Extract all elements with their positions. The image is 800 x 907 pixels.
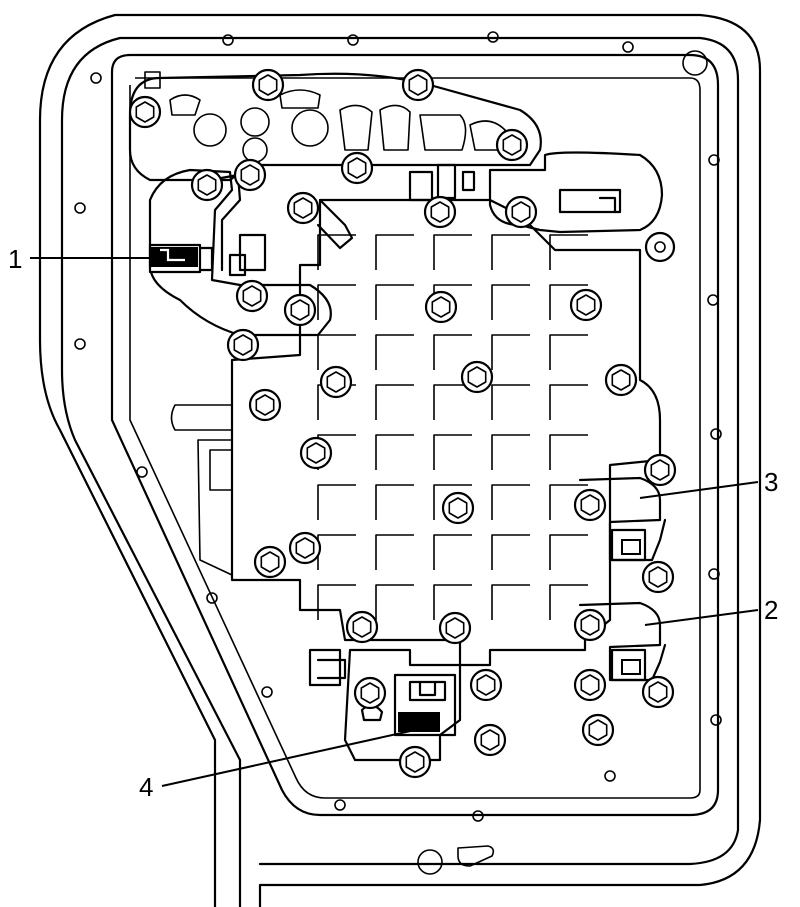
bolt <box>353 676 387 710</box>
valve-body-passages <box>317 234 588 620</box>
callout-4-label: 4 <box>139 772 154 802</box>
passage-segment <box>317 584 356 620</box>
passage-segment <box>549 384 588 420</box>
bolt <box>248 388 282 422</box>
pan-gasket-outline <box>110 53 720 817</box>
callout-leaders <box>30 257 759 787</box>
passage-segment <box>433 234 472 270</box>
callout-3-label: 3 <box>764 467 779 497</box>
bolt <box>441 491 475 525</box>
passage-segment <box>433 534 472 570</box>
passage-segment <box>433 334 472 370</box>
bolt <box>473 723 507 757</box>
bolt <box>573 488 607 522</box>
bolt <box>401 68 435 102</box>
callout-1-label: 1 <box>8 244 23 274</box>
bolt <box>128 95 162 129</box>
bolt <box>581 713 615 747</box>
bolt <box>424 290 458 324</box>
passage-segment <box>491 434 530 470</box>
transmission-case <box>38 13 762 907</box>
passage-segment <box>549 484 588 520</box>
bolt <box>251 68 285 102</box>
bolt <box>319 365 353 399</box>
passage-segment <box>549 434 588 470</box>
callout-2-leader <box>644 609 759 626</box>
bolt <box>504 195 538 229</box>
bolt <box>460 360 494 394</box>
passage-segment <box>317 484 356 520</box>
passage-segment <box>549 284 588 320</box>
passage-segment <box>491 584 530 620</box>
passage-segment <box>491 334 530 370</box>
bolt <box>641 675 675 709</box>
bolt <box>299 436 333 470</box>
upper-valve-body <box>128 71 542 182</box>
bolt <box>235 279 269 313</box>
bolt <box>569 288 603 322</box>
passage-segment <box>433 484 472 520</box>
bolt <box>438 611 472 645</box>
passage-segment <box>317 234 356 270</box>
passage-segment <box>317 334 356 370</box>
bolt <box>398 745 432 779</box>
passage-segment <box>375 584 414 620</box>
passage-segment <box>549 584 588 620</box>
passage-segment <box>549 534 588 570</box>
bolt <box>226 328 260 362</box>
passage-segment <box>549 334 588 370</box>
right-solenoid-upper <box>408 151 676 263</box>
callout-3-leader <box>639 481 759 499</box>
solenoid-1-bracket <box>148 168 354 337</box>
valve-body-bolts <box>128 68 677 779</box>
passage-segment <box>375 334 414 370</box>
bolt <box>573 668 607 702</box>
bolt <box>340 151 374 185</box>
bolt <box>283 293 317 327</box>
bolt <box>641 560 675 594</box>
passage-segment <box>491 534 530 570</box>
passage-segment <box>317 284 356 320</box>
bolt <box>286 191 320 225</box>
bolt <box>423 195 457 229</box>
passage-segment <box>317 534 356 570</box>
passage-segment <box>375 484 414 520</box>
bolt <box>495 128 529 162</box>
passage-segment <box>433 434 472 470</box>
bolt <box>233 158 267 192</box>
bolt <box>573 608 607 642</box>
bolt <box>469 668 503 702</box>
passage-segment <box>375 534 414 570</box>
passage-segment <box>433 584 472 620</box>
bolt <box>190 168 224 202</box>
passage-segment <box>375 384 414 420</box>
passage-segment <box>549 234 588 270</box>
passage-segment <box>375 434 414 470</box>
bolt <box>643 453 677 487</box>
callout-4-leader <box>161 729 416 787</box>
passage-segment <box>375 234 414 270</box>
bolt <box>604 363 638 397</box>
solenoid-2 <box>578 601 667 682</box>
passage-segment <box>491 384 530 420</box>
bolt <box>253 545 287 579</box>
solenoid-4 <box>308 648 462 762</box>
passage-segment <box>491 284 530 320</box>
lower-valve-body <box>170 198 662 667</box>
passage-segment <box>375 284 414 320</box>
passage-segment <box>433 384 472 420</box>
passage-segment <box>491 484 530 520</box>
passage-segment <box>491 234 530 270</box>
case-bolt-holes <box>74 31 722 875</box>
bolt <box>345 610 379 644</box>
bolt <box>288 531 322 565</box>
callout-2-label: 2 <box>764 595 779 625</box>
solenoid-1 <box>148 243 214 274</box>
